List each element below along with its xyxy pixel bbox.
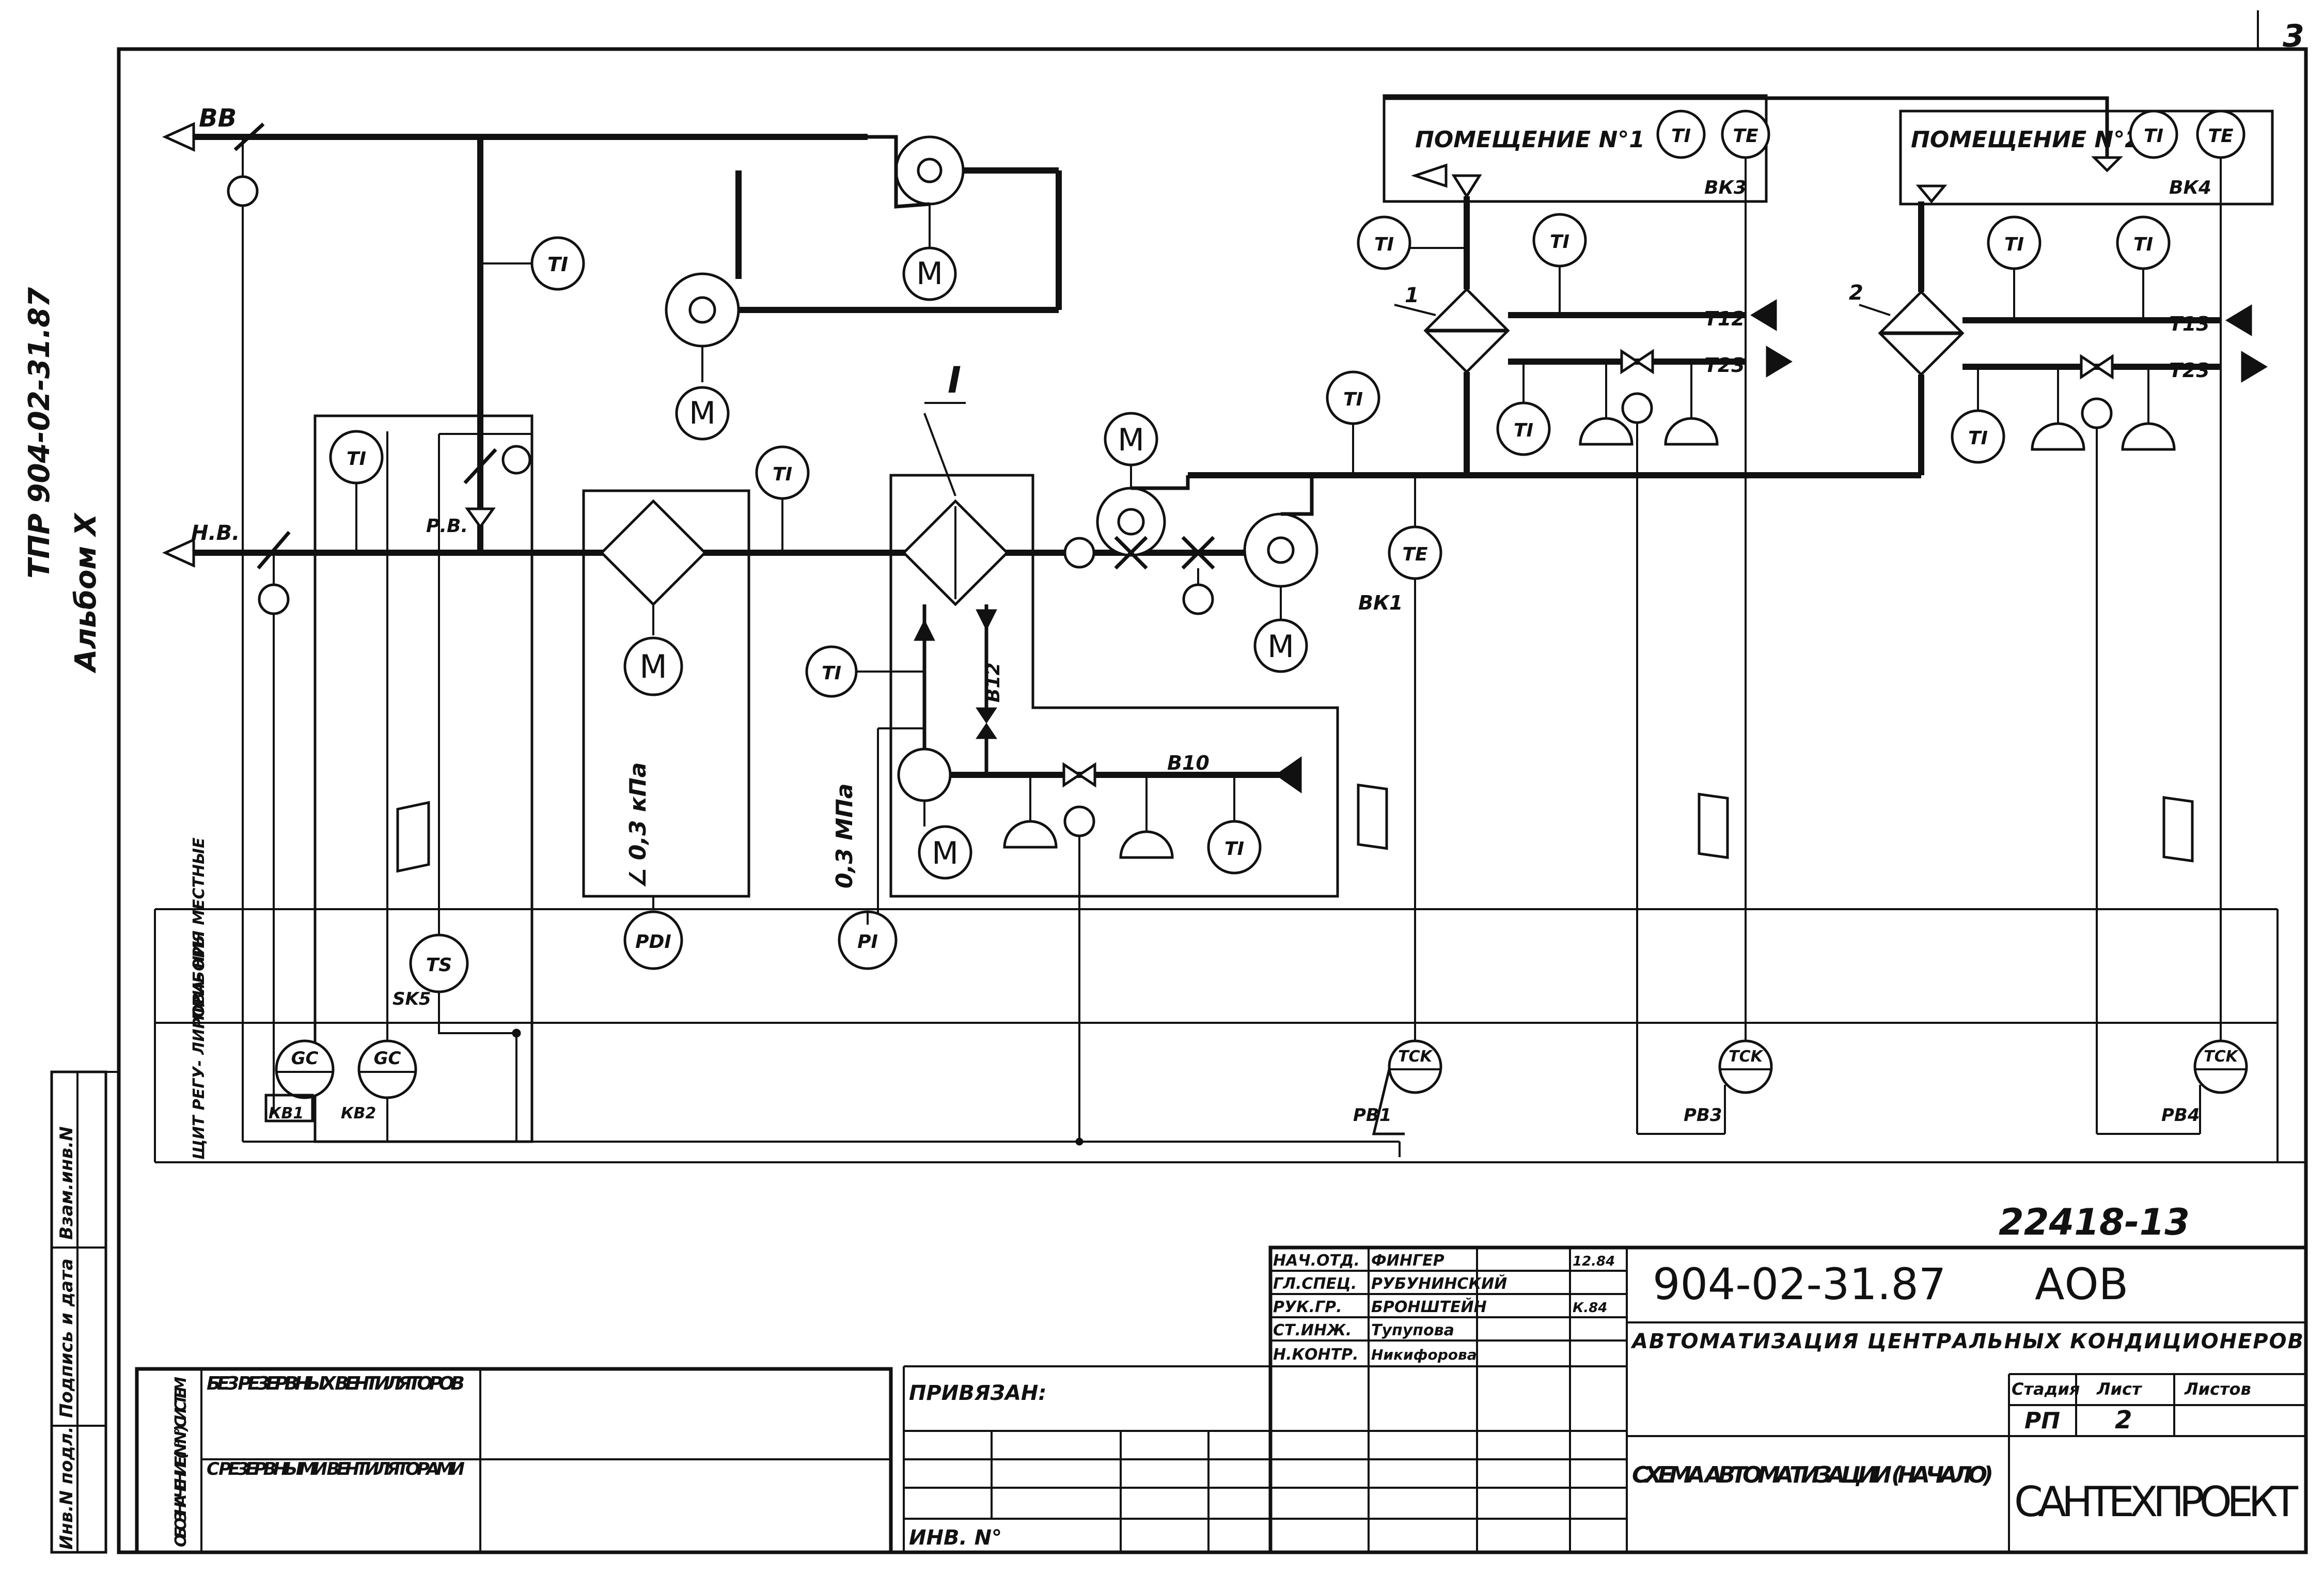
- label-room2: ПОМЕЩЕНИЕ N°2: [1911, 127, 2141, 153]
- motor-icon: M: [689, 395, 716, 431]
- label-t12: Т12: [1704, 307, 1745, 330]
- pi-instrument: PI: [857, 931, 878, 953]
- stamp-vzam-inv: Взам.инв.N: [56, 1126, 77, 1240]
- motor-icon: M: [916, 256, 943, 292]
- designation-row-0: БЕЗ РЕЗЕРВНЫХ ВЕНТИЛЯТОРОВ: [207, 1373, 465, 1394]
- ts-instrument: TS: [426, 955, 452, 976]
- ti-instrument: TI: [547, 253, 568, 276]
- sig-role-1: ГЛ.СПЕЦ.: [1273, 1275, 1357, 1293]
- label-vv: ВВ: [199, 104, 237, 133]
- label-b12: В12: [983, 662, 1004, 703]
- ti-instrument: TI: [2133, 234, 2153, 255]
- ti-instrument: TI: [822, 663, 841, 684]
- sig-name-4: Никифорова: [1371, 1346, 1477, 1363]
- sig-date-0: 12.84: [1573, 1254, 1615, 1269]
- motor-icon: M: [932, 835, 959, 871]
- inv-label: ИНВ. N°: [909, 1526, 1002, 1550]
- te-instrument: TE: [1733, 126, 1758, 147]
- sig-role-3: СТ.ИНЖ.: [1273, 1321, 1352, 1339]
- ti-instrument: TI: [347, 448, 366, 470]
- sig-name-2: БРОНШТЕЙН: [1371, 1298, 1487, 1316]
- motor-icon: M: [639, 648, 667, 685]
- label-pos1: 1: [1405, 284, 1419, 307]
- row-label-panel: ЩИТ РЕГУ- ЛИРОВА- НИЯ: [190, 931, 208, 1160]
- bound-label: ПРИВЯЗАН:: [909, 1381, 1046, 1405]
- ti-instrument: TI: [2004, 234, 2024, 255]
- gc-instrument: GC: [374, 1048, 401, 1069]
- ti-instrument: TI: [1968, 428, 1988, 449]
- title-block: НАЧ.ОТД. ФИНГЕР 12.84 ГЛ.СПЕЦ. РУБУНИНСК…: [135, 1245, 2308, 1554]
- sig-role-4: Н.КОНТР.: [1273, 1346, 1358, 1364]
- label-kb1: КВ1: [269, 1104, 304, 1123]
- gc-instrument: GC: [291, 1048, 319, 1069]
- sheet-title: СХЕМА АВТОМАТИЗАЦИИ (НАЧАЛО): [1632, 1462, 1993, 1488]
- sheet-header: Лист: [2096, 1379, 2143, 1399]
- doc-title: АВТОМАТИЗАЦИЯ ЦЕНТРАЛЬНЫХ КОНДИЦИОНЕРОВ: [1630, 1330, 2303, 1353]
- label-pb1: РВ1: [1353, 1105, 1392, 1126]
- doc-mark: АОВ: [2035, 1259, 2128, 1310]
- drawing-number: 22418-13: [1999, 1201, 2190, 1243]
- stage-value: РП: [2024, 1408, 2060, 1434]
- sig-date-2: К.84: [1573, 1300, 1607, 1316]
- margin-code: ТПР 904-02-31.87: [23, 287, 56, 579]
- label-sk5: SK5: [392, 989, 431, 1009]
- sheet-frame: 3: [117, 10, 2308, 1554]
- row-label-local: ПРИБОРЫ МЕСТНЫЕ: [190, 837, 208, 1020]
- vertical-stamp: Инв.N подл. Подпись и дата Взам.инв.N: [50, 1070, 119, 1554]
- label-bk3: ВК3: [1704, 177, 1747, 198]
- label-nv: Н.В.: [191, 521, 240, 545]
- label-rv: Р.В.: [426, 516, 468, 537]
- automation-diagram: ВВ TI M M ПОМЕЩЕНИЕ N°1 TI TE ВК3: [154, 94, 2306, 1163]
- label-dp: ∠ 0,3 кПа: [625, 762, 651, 889]
- designation-row-1: С РЕЗЕРВНЫМИ ВЕНТИЛЯТОРАМИ: [207, 1459, 465, 1479]
- label-pr: 0,3 МПа: [831, 783, 858, 889]
- ti-instrument: TI: [1671, 126, 1691, 147]
- sig-name-3: Тупупова: [1371, 1321, 1454, 1339]
- ti-instrument: TI: [1514, 420, 1533, 441]
- ti-instrument: TI: [1343, 389, 1363, 410]
- pdi-instrument: PDI: [635, 931, 671, 953]
- stamp-inv-podl: Инв.N подл.: [56, 1426, 77, 1550]
- page-number: 3: [2283, 18, 2304, 54]
- label-pb4: РВ4: [2161, 1105, 2200, 1126]
- label-room1: ПОМЕЩЕНИЕ N°1: [1415, 127, 1645, 153]
- label-pb3: РВ3: [1684, 1105, 1722, 1126]
- label-t23a: Т23: [1704, 354, 1745, 377]
- sheet-value: 2: [2115, 1406, 2132, 1435]
- label-bk1: ВК1: [1358, 591, 1403, 614]
- ti-instrument: TI: [1550, 231, 1569, 253]
- doc-code: 904-02-31.87: [1653, 1259, 1946, 1310]
- organization: САНТЕХПРОЕКТ: [2014, 1478, 2299, 1526]
- stage-header: Стадия: [2012, 1379, 2080, 1399]
- sheets-header: Листов: [2184, 1379, 2251, 1399]
- sig-name-1: РУБУНИНСКИЙ: [1371, 1274, 1507, 1293]
- sig-role-0: НАЧ.ОТД.: [1273, 1252, 1360, 1270]
- ti-instrument: TI: [773, 464, 792, 485]
- tck-controller: TCK: [1729, 1048, 1764, 1066]
- label-bk4: ВК4: [2169, 177, 2211, 198]
- sig-name-0: ФИНГЕР: [1371, 1252, 1444, 1270]
- ti-instrument: TI: [1224, 838, 1244, 860]
- label-t13: Т13: [2169, 313, 2210, 335]
- tck-controller: TCK: [1398, 1048, 1433, 1066]
- sig-role-2: РУК.ГР.: [1273, 1298, 1342, 1316]
- label-b10: В10: [1167, 752, 1210, 774]
- label-section-i: I: [948, 359, 961, 401]
- ti-instrument: TI: [2144, 126, 2163, 147]
- tck-controller: TCK: [2204, 1048, 2239, 1066]
- label-t23b: Т23: [2169, 359, 2210, 382]
- margin-album: Альбом X: [69, 512, 103, 674]
- motor-icon: M: [1267, 629, 1294, 665]
- stamp-signature-date: Подпись и дата: [56, 1258, 77, 1418]
- te-instrument: TE: [1402, 544, 1428, 565]
- ti-instrument: TI: [1374, 234, 1394, 255]
- label-pos2: 2: [1849, 281, 1863, 305]
- label-kb2: КВ2: [341, 1104, 376, 1123]
- te-instrument: TE: [2208, 126, 2234, 147]
- motor-icon: M: [1118, 422, 1144, 458]
- designation-header: ОБОЗНАЧЕНИЕ (N°N°) СИСТЕМ: [172, 1377, 190, 1547]
